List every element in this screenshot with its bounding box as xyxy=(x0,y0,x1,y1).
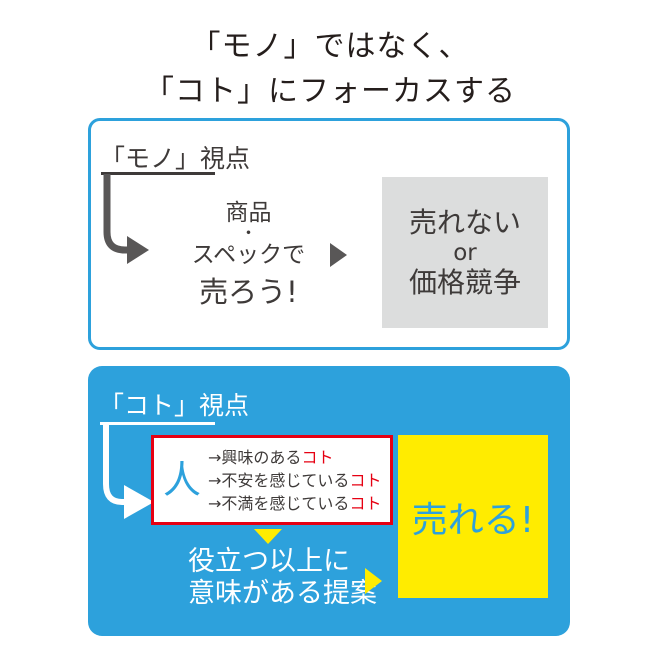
needs-list: →興味のあるコト →不安を感じているコト →不満を感じているコト xyxy=(208,446,381,515)
koto-flow-down-arrow-icon xyxy=(103,424,154,519)
need-item-text: →不満を感じている xyxy=(208,493,350,513)
proposal-line-1: 役立つ以上に xyxy=(188,546,350,577)
approach-line-3: 売ろう! xyxy=(199,275,298,309)
need-item: →不満を感じているコト xyxy=(208,492,381,515)
yellow-right-arrow-icon xyxy=(365,568,382,594)
title-line-2: 「コト」にフォーカスする xyxy=(144,74,516,109)
need-item-text: →興味のある xyxy=(208,447,302,467)
koto-label-underline xyxy=(100,422,215,425)
customer-needs-box: 人 →興味のあるコト →不安を感じているコト →不満を感じているコト xyxy=(151,435,393,525)
mono-label-underline xyxy=(101,172,215,175)
need-item: →興味のあるコト xyxy=(208,446,381,469)
sells-text: 売れる! xyxy=(411,499,535,541)
approach-dot: ・ xyxy=(240,224,257,244)
approach-line-1: 商品 xyxy=(225,200,272,226)
need-item-text: →不安を感じている xyxy=(208,470,350,490)
approach-line-2: スペックで xyxy=(191,242,306,268)
mono-result-box: 売れない or 価格競争 xyxy=(382,177,548,328)
mono-result-line-1: 売れない xyxy=(408,205,521,239)
need-item-highlight: コト xyxy=(349,493,382,513)
koto-result-box: 売れる! xyxy=(398,435,548,598)
yellow-down-arrow-icon xyxy=(254,529,282,544)
mono-result-line-2: 価格競争 xyxy=(408,265,521,299)
mono-flow-down-arrow-icon xyxy=(103,174,149,264)
mono-approach-text: 商品 ・ スペックで 売ろう! xyxy=(171,200,326,311)
koto-panel-label: 「コト」視点 xyxy=(99,391,250,420)
mono-result-or: or xyxy=(453,239,477,266)
page-title: 「モノ」ではなく、 「コト」にフォーカスする xyxy=(0,24,660,114)
need-item-highlight: コト xyxy=(301,447,334,467)
koto-perspective-panel: 「コト」視点 人 →興味のあるコト →不安を感じているコト →不満を感じているコ… xyxy=(88,366,570,636)
person-kanji: 人 xyxy=(163,458,202,502)
need-item-highlight: コト xyxy=(349,470,382,490)
need-item: →不安を感じているコト xyxy=(208,469,381,492)
mono-perspective-panel: 「モノ」視点 商品 ・ スペックで 売ろう! 売れない or 価格競争 xyxy=(88,118,570,350)
proposal-line-2: 意味がある提案 xyxy=(188,578,377,609)
mono-panel-label: 「モノ」視点 xyxy=(100,144,251,173)
gray-right-arrow-icon xyxy=(330,243,347,267)
title-line-1: 「モノ」ではなく、 xyxy=(190,29,470,64)
proposal-text: 役立つ以上に 意味がある提案 xyxy=(188,546,377,610)
